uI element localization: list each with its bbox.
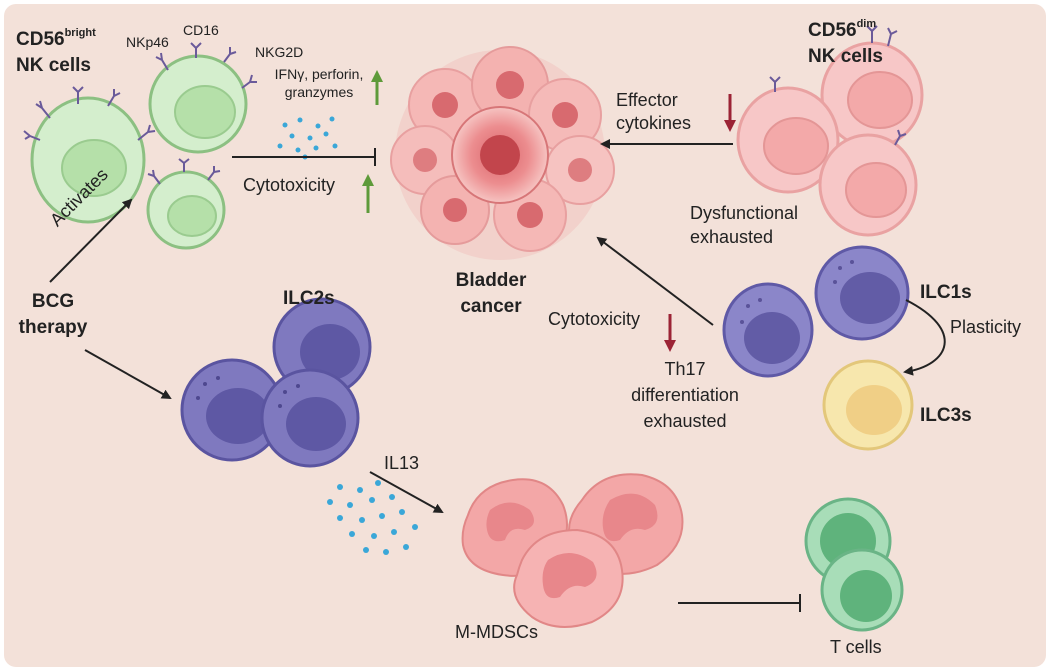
inhibition-nk-to-tumor — [232, 148, 376, 166]
tumor-label-line1: Bladder — [455, 270, 527, 291]
il13-label: IL13 — [384, 453, 420, 473]
secretion-dots-nk — [277, 116, 338, 160]
arrow-bcg-activates — [49, 198, 133, 283]
tumor-label-line2: cancer — [460, 296, 522, 317]
effector-line1: Effector — [616, 90, 678, 110]
nk-bright-cell-1 — [23, 86, 156, 224]
ilc1-label: ILC1s — [920, 282, 972, 303]
tcells-label: T cells — [830, 637, 882, 657]
receptor-nkp46-label: NKp46 — [126, 34, 169, 50]
nk-dim-title: CD56dim — [808, 18, 877, 41]
nk-bright-cell-2 — [148, 42, 257, 154]
secretion-line2: granzymes — [284, 84, 354, 100]
arrow-ilc1-to-tumor — [596, 236, 714, 326]
nk-dim-status-line1: Dysfunctional — [690, 203, 799, 223]
ilc1-cell-lower — [722, 282, 814, 378]
arrow-bcg-to-ilc2 — [84, 349, 172, 399]
nk-bright-cytotoxicity-label: Cytotoxicity — [243, 175, 336, 195]
ilc1-status-line3: exhausted — [643, 411, 727, 431]
plasticity-label: Plasticity — [950, 317, 1022, 337]
ilc2-label: ILC2s — [283, 288, 335, 309]
effector-line2: cytokines — [616, 113, 692, 133]
mdsc-cell-3 — [513, 528, 624, 628]
ilc1-status-line1: Th17 — [664, 359, 706, 379]
bladder-cancer-cluster — [390, 46, 615, 260]
ilc3-cell — [822, 359, 914, 451]
receptor-cd16-label: CD16 — [183, 22, 219, 38]
bcg-label-line2: therapy — [18, 317, 88, 338]
nk-dim-cell-1 — [820, 25, 924, 149]
nk-dim-cell-3 — [818, 129, 918, 237]
plasticity-arrow — [903, 299, 946, 376]
secretion-line1: IFNγ, perforin, — [274, 66, 364, 82]
ilc1-status-line2: differentiation — [631, 385, 739, 405]
nk-dim-cell-2 — [736, 76, 840, 194]
ilc1-cytotoxicity-label: Cytotoxicity — [548, 309, 641, 329]
nk-dim-subtitle: NK cells — [808, 46, 883, 67]
secretion-dots-il13 — [327, 480, 418, 555]
nk-bright-title: CD56bright — [16, 27, 96, 50]
ilc3-label: ILC3s — [920, 405, 972, 426]
mdsc-label: M-MDSCs — [455, 622, 538, 642]
nk-bright-cell-3 — [146, 158, 226, 250]
arrow-il13-to-mdsc — [369, 471, 444, 513]
ilc2-cell-left — [180, 358, 284, 462]
nk-bright-subtitle: NK cells — [16, 55, 91, 76]
bcg-label-line1: BCG — [31, 291, 75, 312]
inhibition-mdsc-to-tcells — [678, 594, 801, 612]
ilc2-cell-right — [260, 368, 360, 468]
nk-dim-status-line2: exhausted — [690, 227, 774, 247]
tcell-2 — [820, 548, 904, 632]
receptor-nkg2d-label: NKG2D — [255, 44, 304, 60]
ilc1-cell-upper — [814, 245, 910, 341]
